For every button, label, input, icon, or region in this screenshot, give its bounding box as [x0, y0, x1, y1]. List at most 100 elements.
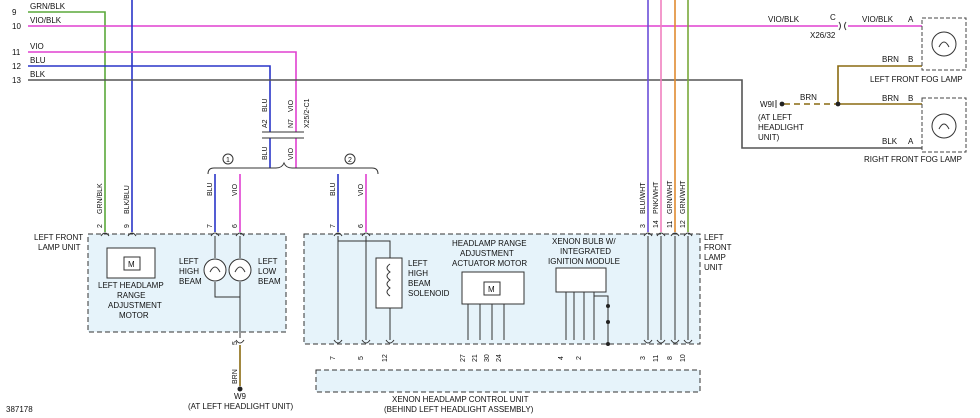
pin-number: 8 — [667, 356, 674, 360]
pin-number: 5 — [358, 356, 365, 360]
fog-pin: A — [908, 137, 914, 146]
low-beam-bulb — [228, 236, 252, 338]
pin-number: 12 — [382, 354, 389, 362]
pin-caps — [333, 232, 693, 237]
bulb-filament — [209, 266, 221, 273]
fog-lamp-filament — [938, 41, 950, 48]
lamp-unit-label: FRONT — [704, 243, 732, 252]
pin-number: 11 — [653, 355, 660, 362]
wire-vio — [28, 51, 297, 132]
fog-pin: B — [908, 94, 913, 103]
pin-label: BLU — [262, 146, 269, 160]
connector-name: X26/32 — [810, 31, 836, 40]
fog-wire: BRN — [882, 94, 899, 103]
xenon-box — [555, 267, 607, 293]
motor-label: ADJUSTMENT — [108, 301, 162, 310]
motor-label: MOTOR — [119, 311, 149, 320]
pin-cap — [670, 232, 680, 237]
lamp-unit-wire-labels: GRN/BLK BLK/BLU BLU VIO BLU VIO BLU/WHT … — [97, 180, 687, 228]
pin-cap — [643, 339, 653, 344]
circuit-color: VIO/BLK — [30, 16, 62, 25]
wire-color-label: BLU — [330, 182, 337, 196]
pin-number: 7 — [207, 224, 214, 228]
lamp-unit-label: LAMP UNIT — [38, 243, 81, 252]
pin-number: 9 — [124, 224, 131, 228]
wire-blk — [28, 79, 922, 149]
pin-cap — [210, 232, 220, 237]
right-front-fog-lamp: B A BRN BLK RIGHT FRONT FOG LAMP — [864, 94, 967, 164]
low-beam-label: LEFT — [258, 257, 278, 266]
ground-mark — [772, 100, 777, 108]
pin-number: 27 — [460, 354, 467, 362]
control-unit-box — [315, 369, 701, 393]
solenoid-label: SOLENOID — [408, 289, 450, 298]
pin-number: 21 — [472, 354, 479, 362]
wires — [28, 0, 922, 386]
pin-number: 2 — [576, 356, 583, 360]
range-actuator-motor: HEADLAMP RANGE ADJUSTMENT ACTUATOR MOTOR… — [452, 239, 527, 340]
pin-number: 24 — [496, 354, 503, 362]
control-unit-label: XENON HEADLAMP CONTROL UNIT — [392, 395, 529, 404]
pin-cap — [656, 232, 666, 237]
ground-name: W9 — [760, 100, 773, 109]
xenon-label: INTEGRATED — [560, 247, 611, 256]
splice-dot — [835, 101, 841, 107]
high-beam-label: BEAM — [179, 277, 202, 286]
ground-note: UNIT) — [758, 133, 780, 142]
actuator-pins — [467, 304, 505, 340]
circuit-num: 11 — [12, 48, 21, 57]
fog-lamp-bulb-icon — [931, 31, 957, 57]
circuit-num: 9 — [12, 8, 17, 17]
pin-label: VIO — [288, 99, 295, 112]
pin-label: N7 — [288, 119, 295, 128]
wire-color-label: VIO — [232, 183, 239, 196]
fog-ground-w9: W9 BRN (AT LEFT HEADLIGHT UNIT) — [758, 93, 817, 142]
wire-blu — [28, 65, 271, 132]
pin-cap — [127, 232, 137, 237]
splice-dot — [606, 320, 610, 324]
high-beam-solenoid: LEFT HIGH BEAM SOLENOID — [375, 257, 450, 309]
fog-pin: A — [908, 15, 914, 24]
left-front-fog-lamp: A B BRN LEFT FRONT FOG LAMP — [870, 15, 967, 84]
left-circuit-numbers: 9 GRN/BLK 10 VIO/BLK 11 VIO 12 BLU 13 BL… — [12, 2, 66, 85]
splice-dot — [606, 304, 610, 308]
lamp-unit-label: UNIT — [704, 263, 723, 272]
xenon-label: IGNITION MODULE — [548, 257, 620, 266]
pin-number: 7 — [330, 356, 337, 360]
lamp-unit-label: LEFT — [704, 233, 724, 242]
ground-note: (AT LEFT HEADLIGHT UNIT) — [188, 402, 294, 411]
control-pin-caps — [333, 339, 693, 344]
circuit-color: GRN/BLK — [30, 2, 66, 11]
bulb-icon — [203, 258, 227, 282]
bulb-icon — [228, 258, 252, 282]
wire-color-label: PNK/WHT — [653, 181, 660, 214]
circuit-num: 12 — [12, 62, 21, 71]
bulb-wire — [214, 236, 240, 298]
left-front-lamp-unit: LEFT FRONT LAMP UNIT M LEFT HEADLAMP RAN… — [34, 232, 287, 384]
motor-icon: M — [488, 285, 495, 294]
branch-marker: 1 — [226, 157, 230, 164]
actuator-label: ADJUSTMENT — [460, 249, 514, 258]
motor-symbol-box — [483, 281, 501, 296]
pin-number: 6 — [358, 224, 365, 228]
motor-symbol-box — [123, 256, 141, 271]
high-beam-label: LEFT — [179, 257, 199, 266]
wire-color-label: BLK/BLU — [124, 185, 131, 214]
left-front-lamp-unit-xenon: LEFT FRONT LAMP UNIT — [303, 232, 732, 346]
wire-color: VIO/BLK — [768, 15, 800, 24]
pin-number: 10 — [680, 354, 687, 362]
circuit-num: 10 — [12, 22, 21, 31]
pin-number: 11 — [667, 221, 674, 228]
pin-number: 12 — [680, 220, 687, 228]
splice-dot — [606, 342, 610, 346]
fog-lamp-filament — [938, 123, 950, 130]
circuit-num: 13 — [12, 76, 21, 85]
ground-pin-number: 5 — [232, 341, 239, 345]
connector-x26: C X26/32 VIO/BLK VIO/BLK — [768, 13, 894, 40]
pin-number: 3 — [640, 356, 647, 360]
circuit-color: BLU — [30, 56, 46, 65]
pin-cap — [100, 232, 110, 237]
xenon-pins — [565, 292, 595, 340]
ground-wire: BRN — [800, 93, 817, 102]
